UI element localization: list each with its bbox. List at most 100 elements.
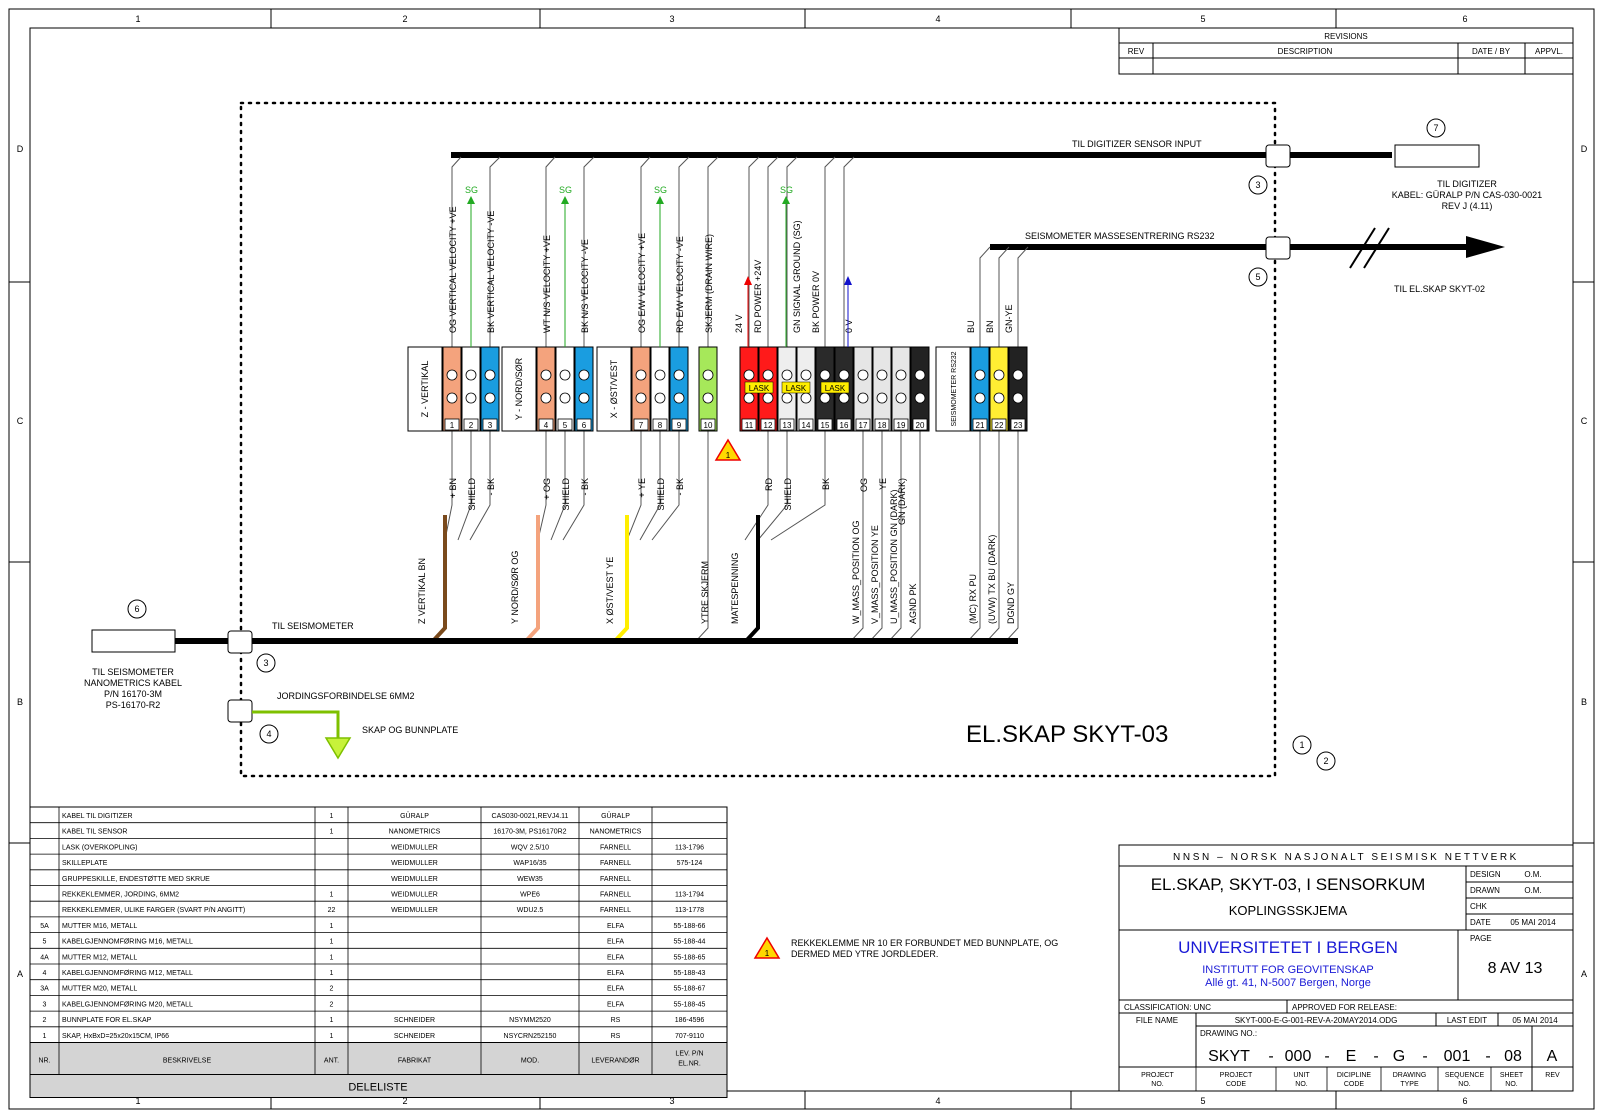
bottom-label-10: RD	[764, 478, 774, 491]
bottom-label-5: SHIELD	[561, 478, 571, 511]
parts-cell: NANOMETRICS	[389, 829, 441, 836]
note-warning-icon	[753, 936, 781, 959]
callout-3-top: 3	[1255, 180, 1260, 190]
sg-label-1: SG	[465, 185, 478, 195]
parts-cell: WPE6	[520, 892, 540, 899]
parts-cell: NSYCRN252150	[504, 1033, 557, 1040]
title-block: NNSN – NORSK NASJONALT SEISMISK NETTVERK…	[1118, 844, 1574, 1092]
terminal-number: 6	[582, 421, 587, 430]
parts-cell: 55-188-45	[674, 1001, 706, 1008]
parts-cell: MUTTER M16, METALL	[62, 923, 137, 930]
footer-field-label: TYPE	[1400, 1081, 1419, 1088]
design-value: O.M.	[1524, 870, 1541, 879]
bottom-label-4: + OG	[542, 478, 552, 500]
top-label-7: SKJERM (DRAIN WIRE)	[704, 234, 714, 333]
parts-cell: KABEL TIL SENSOR	[62, 829, 128, 836]
col-label-6b: 6	[1462, 1096, 1467, 1106]
parts-cell: ELFA	[607, 954, 624, 961]
seismometer-note-3: P/N 16170-3M	[104, 689, 162, 699]
rev-col-header: REV	[1128, 47, 1145, 56]
parts-header: LEVERANDØR	[591, 1058, 639, 1065]
parts-header: ANT.	[324, 1058, 339, 1065]
parts-cell: 1	[330, 939, 334, 946]
col-label-2b: 2	[402, 1096, 407, 1106]
top-label-4: BK N/S VELOCITY -VE	[580, 239, 590, 333]
parts-cell: FARNELL	[600, 844, 631, 851]
terminal-17: 17	[853, 346, 873, 432]
rev-value: A	[1547, 1048, 1558, 1065]
col-label-3: 3	[669, 14, 674, 24]
drawing-number-part: 000	[1285, 1048, 1312, 1065]
top-label-13: BU	[966, 320, 976, 333]
lead-matespenning-black	[744, 515, 760, 643]
bottom-label-13: OG	[859, 478, 869, 492]
row-label-b: B	[17, 697, 23, 707]
institute-address: Allé gt. 41, N-5007 Bergen, Norge	[1205, 977, 1371, 989]
bottom-label-12: BK	[821, 478, 831, 490]
col-label-1: 1	[135, 14, 140, 24]
callout-3-bottom: 3	[263, 658, 268, 668]
drawing-no-label: DRAWING NO.:	[1200, 1029, 1257, 1038]
seismometer-cable: TIL SEISMOMETER TIL SEISMOMETER NANOMETR…	[84, 621, 1018, 710]
cable-lead-label-9: AGND PK	[908, 583, 918, 624]
footer-field-label: PROJECT	[1220, 1072, 1253, 1079]
row-label-d: D	[17, 144, 24, 154]
terminal-number: 4	[544, 421, 549, 430]
parts-cell: WEIDMULLER	[391, 844, 438, 851]
parts-cell: 707-9110	[675, 1033, 704, 1040]
parts-cell: WEIDMULLER	[391, 892, 438, 899]
parts-cell: KABELGJENNOMFØRING M12, METALL	[62, 970, 193, 977]
footer-field-label: NO.	[1458, 1081, 1471, 1088]
top-label-10: GN SIGNAL GROUND (SG)	[792, 220, 802, 333]
terminal-number: 19	[897, 421, 906, 430]
terminal-number: 18	[878, 421, 887, 430]
parts-cell: 1	[330, 813, 334, 820]
note-line-2: DERMED MED YTRE JORDLEDER.	[791, 949, 938, 959]
col-label-4: 4	[935, 14, 940, 24]
rs232-cable: SEISMOMETER MASSESENTRERING RS232 TIL EL…	[990, 227, 1505, 294]
parts-cell: 2	[43, 1017, 47, 1024]
terminal-3: 3	[480, 346, 500, 432]
cable-lead-label-3: X ØST/VEST YE	[605, 557, 615, 624]
parts-cell: WEW35	[517, 876, 543, 883]
file-name-label: FILE NAME	[1136, 1016, 1178, 1025]
last-edit-value: 05 MAI 2014	[1512, 1016, 1558, 1025]
cable-lead-label-11: (UVW) TX BU (DARK)	[987, 535, 997, 624]
sg-label-4: SG	[780, 185, 793, 195]
parts-cell: KABEL TIL DIGITIZER	[62, 813, 133, 820]
footer-field-label: CODE	[1226, 1081, 1247, 1088]
parts-cell: WDU2.5	[517, 907, 544, 914]
parts-cell: FARNELL	[600, 876, 631, 883]
last-edit-label: LAST EDIT	[1447, 1016, 1487, 1025]
terminal-number: 17	[859, 421, 868, 430]
top-label-6: RD E/W VELOCITY -VE	[675, 236, 685, 333]
callout-1: 1	[1299, 740, 1304, 750]
parts-cell: ELFA	[607, 923, 624, 930]
parts-cell: 4A	[40, 954, 49, 961]
parts-cell: REKKEKLEMMER, ULIKE FARGER (SVART P/N AN…	[62, 907, 245, 914]
parts-cell: 2	[330, 1001, 334, 1008]
parts-cell: GÜRALP	[400, 812, 429, 820]
note-warning-mark: 1	[765, 949, 770, 958]
top-label-8: 24 V	[734, 314, 744, 333]
footer-field-label: DICIPLINE	[1337, 1072, 1372, 1079]
parts-cell: RS	[611, 1033, 621, 1040]
institute-name: INSTITUTT FOR GEOVITENSKAP	[1202, 964, 1374, 976]
power-arrows	[744, 276, 852, 347]
parts-cell: WAP16/35	[513, 860, 546, 867]
terminal-18: 18	[872, 346, 892, 432]
parts-cell: WEIDMULLER	[391, 860, 438, 867]
row-label-b-r: B	[1581, 697, 1587, 707]
signal-ground-markers: SG SG SG SG	[465, 185, 793, 347]
parts-cell: ELFA	[607, 939, 624, 946]
cable-lead-label-4: YTRE SKJERM	[700, 561, 710, 624]
digitizer-note-3: REV J (4.11)	[1442, 201, 1493, 211]
